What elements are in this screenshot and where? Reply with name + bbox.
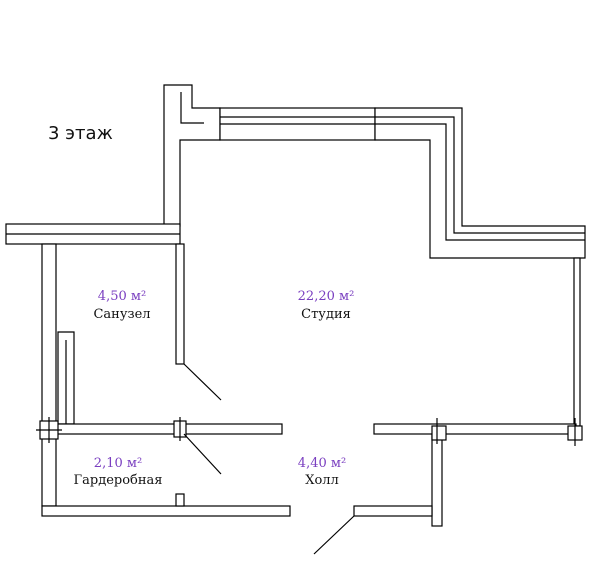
room-area-studio: 22,20 м² (298, 289, 355, 304)
room-name-hall: Холл (305, 473, 339, 488)
room-labels: 4,50 м² Санузел 22,20 м² Студия 2,10 м² … (74, 289, 355, 488)
room-area-wardrobe: 2,10 м² (94, 456, 142, 471)
floor-title: 3 этаж (48, 123, 113, 144)
walls (5, 84, 586, 527)
wall-joints (36, 417, 583, 446)
door-bathroom (183, 363, 222, 401)
wall-right-outer (573, 257, 581, 427)
wall-right-step-line-2 (375, 123, 585, 241)
wall-middle-left (55, 423, 283, 435)
wall-top-column-inner (180, 92, 204, 124)
wall-right-step (374, 107, 586, 259)
door-wardrobe (183, 433, 222, 475)
wall-top-column (163, 84, 221, 227)
joint-hall (431, 425, 447, 441)
room-area-hall: 4,40 м² (298, 456, 346, 471)
doors (183, 363, 355, 555)
wall-bottom-left (41, 505, 291, 517)
wall-middle-right (373, 423, 577, 435)
wall-hall-right (431, 433, 443, 527)
room-area-bathroom: 4,50 м² (98, 289, 146, 304)
room-name-wardrobe: Гардеробная (74, 473, 163, 488)
wall-bottom-right (353, 505, 433, 517)
room-name-studio: Студия (301, 307, 351, 322)
wall-left-outer (41, 243, 57, 507)
room-name-bathroom: Санузел (93, 307, 150, 322)
door-entrance (313, 515, 355, 555)
wall-wardrobe-post (175, 493, 185, 507)
wall-bathroom-right (175, 243, 185, 365)
wall-right-step-line-1 (375, 116, 585, 234)
